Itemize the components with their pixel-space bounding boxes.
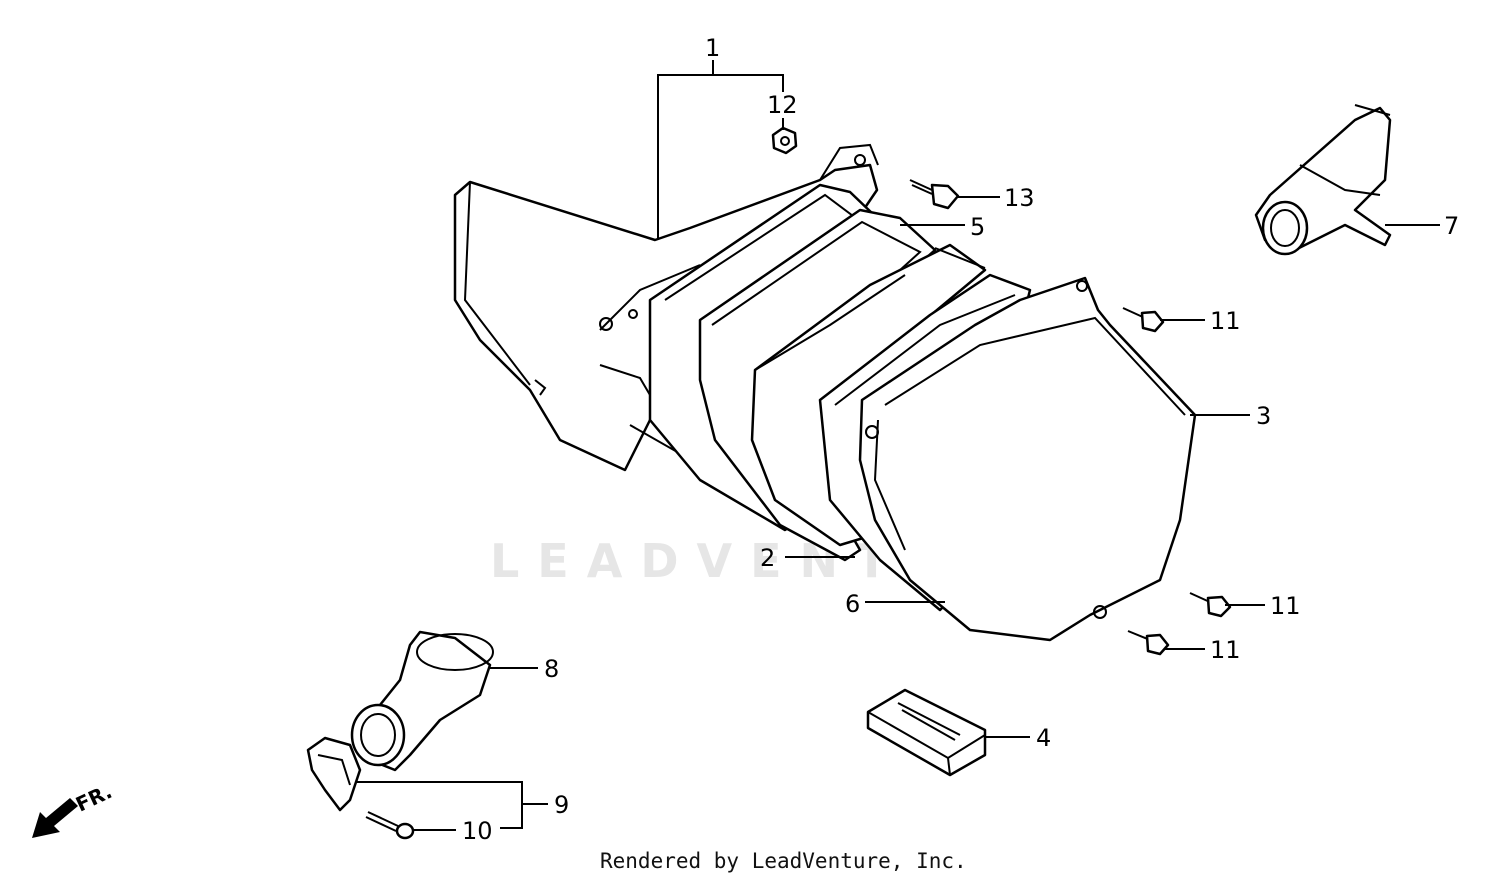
leader-lines xyxy=(355,60,1440,831)
intake-duct-part-7[interactable] xyxy=(1254,104,1392,256)
callout-11-lower: 11 xyxy=(1210,636,1241,664)
callout-1: 1 xyxy=(705,34,720,62)
bolt-part-11-a[interactable] xyxy=(1122,307,1165,333)
filter-pad-part-4[interactable] xyxy=(866,688,987,777)
hose-clamp-part-9[interactable] xyxy=(306,736,362,812)
callout-9: 9 xyxy=(554,791,569,819)
callout-13: 13 xyxy=(1004,184,1035,212)
callout-3: 3 xyxy=(1256,402,1271,430)
nut-part-12[interactable] xyxy=(771,126,798,155)
callout-8: 8 xyxy=(544,655,559,683)
callout-labels: 1 12 13 5 7 11 3 2 6 11 11 8 4 9 10 xyxy=(462,34,1459,845)
callout-10: 10 xyxy=(462,817,493,845)
front-direction-arrow-icon: FR. xyxy=(32,779,116,838)
bolt-part-11-b[interactable] xyxy=(1189,592,1232,618)
front-direction-label: FR. xyxy=(72,779,116,816)
bolt-part-11-c[interactable] xyxy=(1127,630,1170,656)
callout-12: 12 xyxy=(767,91,798,119)
callout-2: 2 xyxy=(760,544,775,572)
connecting-tube-part-8[interactable] xyxy=(350,630,494,772)
callout-7: 7 xyxy=(1444,212,1459,240)
callout-11-middle: 11 xyxy=(1270,592,1301,620)
air-cleaner-cover-part[interactable] xyxy=(858,276,1197,642)
callout-5: 5 xyxy=(970,213,985,241)
callout-6: 6 xyxy=(845,590,860,618)
credit-text: Rendered by LeadVenture, Inc. xyxy=(600,849,967,873)
callout-11-upper: 11 xyxy=(1210,307,1241,335)
screw-part-10[interactable] xyxy=(365,811,415,840)
callout-4: 4 xyxy=(1036,724,1051,752)
bolt-part-13[interactable] xyxy=(909,179,960,210)
